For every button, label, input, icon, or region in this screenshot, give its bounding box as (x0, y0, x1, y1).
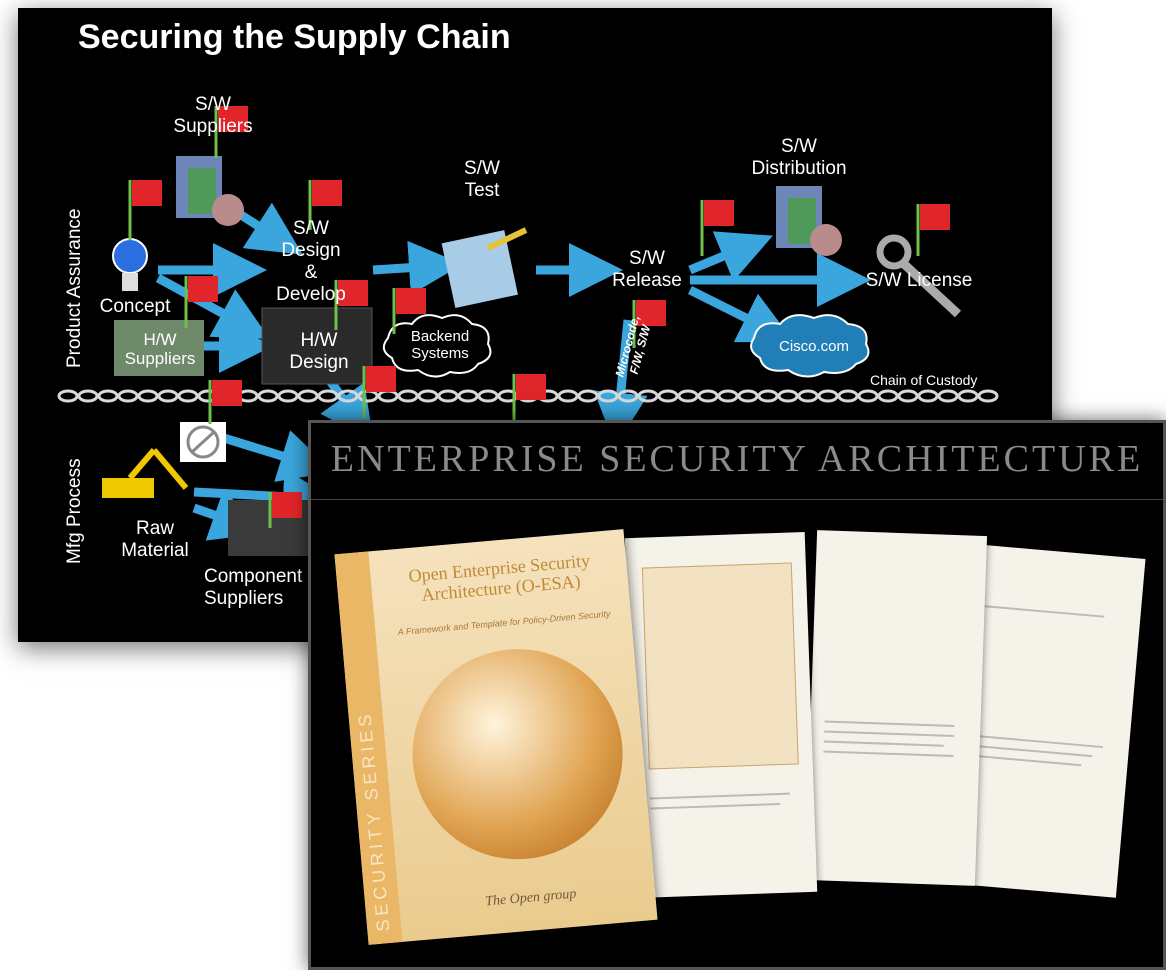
test-clipboard-icon (441, 227, 528, 308)
mfg-process-label: Mfg Process (64, 458, 85, 564)
key-icon (876, 234, 962, 318)
cisco-cloud-shape (750, 314, 870, 378)
hw-design-label: H/W Design (289, 330, 349, 373)
supply-chain-slide: Securing the Supply Chain (18, 8, 1052, 642)
globe-image (403, 640, 632, 868)
concept-label: Concept (99, 296, 171, 317)
cover-subtitle: A Framework and Template for Policy-Driv… (397, 608, 611, 638)
sw-distribution-server-icon (776, 186, 842, 256)
enterprise-security-slide: ENTERPRISE SECURITY ARCHITECTURE SECURIT… (308, 420, 1166, 970)
no-entry-icon (180, 422, 226, 462)
chain-of-custody-label: Chain of Custody (870, 372, 978, 388)
o-esa-book-cover: SECURITY SERIES Open Enterprise Security… (334, 529, 658, 945)
backend-systems-label: Backend Systems (410, 328, 470, 362)
slide-title: Securing the Supply Chain (78, 18, 511, 56)
sw-release-label: S/W Release (612, 248, 682, 291)
lightbulb-icon (112, 238, 148, 291)
sw-license-label: S/W License (865, 270, 973, 291)
component-suppliers-label: Component Suppliers (204, 566, 303, 609)
hw-suppliers-label: H/W Suppliers (124, 330, 196, 368)
document-page-3 (804, 530, 988, 886)
cisco-com-label: Cisco.com (778, 338, 849, 355)
excavator-icon (102, 448, 189, 498)
sw-suppliers-server-icon (176, 156, 244, 226)
raw-material-label: Raw Material (121, 518, 189, 561)
sw-test-label: S/W Test (464, 158, 500, 201)
chain-of-custody (57, 389, 999, 403)
hw-suppliers-photo (114, 320, 204, 376)
publisher-logo: The Open group (484, 886, 577, 910)
risk-flags (128, 106, 950, 528)
sw-distribution-label: S/W Distribution (751, 136, 847, 179)
hw-design-board-icon (261, 307, 373, 385)
product-assurance-label: Product Assurance (64, 208, 85, 368)
supply-chain-diagram (57, 106, 999, 556)
cover-title: Open Enterprise Security Architecture (O… (407, 550, 591, 605)
slide2-title: ENTERPRISE SECURITY ARCHITECTURE (330, 438, 1144, 480)
sw-suppliers-label: S/W Suppliers (173, 94, 253, 137)
title-divider (311, 499, 1163, 500)
document-page-2 (624, 531, 818, 899)
sw-design-label: S/W Design & Develop (276, 218, 346, 305)
backend-cloud-shape (382, 314, 492, 378)
